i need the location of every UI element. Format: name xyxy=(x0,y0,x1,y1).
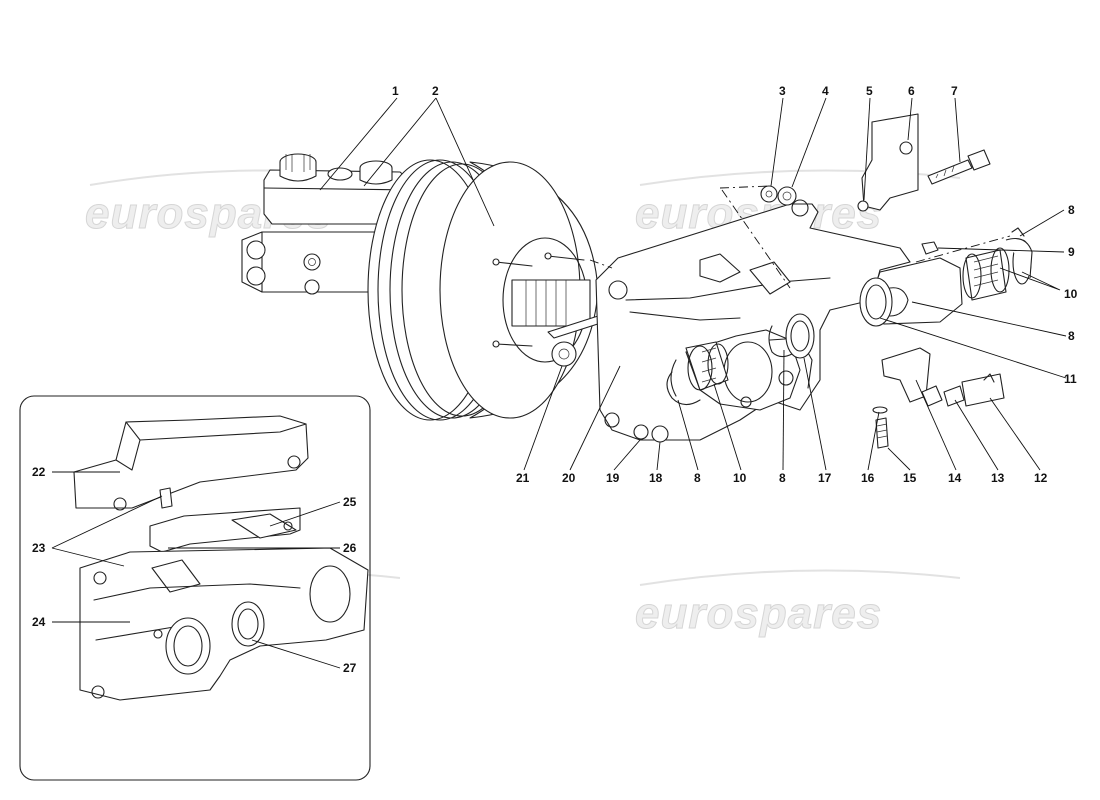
master-cylinder xyxy=(241,153,413,295)
callout-16: 16 xyxy=(861,471,875,485)
callout-20: 20 xyxy=(562,471,576,485)
callout-8-d: 8 xyxy=(694,471,701,485)
brake-servo xyxy=(367,159,605,421)
callout-22: 22 xyxy=(32,465,46,479)
watermark-text-4: eurospares xyxy=(635,589,882,638)
callout-24: 24 xyxy=(32,615,46,629)
callout-6: 6 xyxy=(908,84,915,98)
callout-8-b: 8 xyxy=(1068,329,1075,343)
callout-14: 14 xyxy=(948,471,962,485)
callout-8-c: 8 xyxy=(779,471,786,485)
callout-5: 5 xyxy=(866,84,873,98)
callout-27: 27 xyxy=(343,661,357,675)
callout-21: 21 xyxy=(516,471,530,485)
callout-17: 17 xyxy=(818,471,832,485)
callout-7: 7 xyxy=(951,84,958,98)
assembly-centerlines xyxy=(589,185,1011,289)
callout-25: 25 xyxy=(343,495,357,509)
callout-10-a: 10 xyxy=(1064,287,1078,301)
callout-26: 26 xyxy=(343,541,357,555)
callout-9: 9 xyxy=(1068,245,1075,259)
callout-1: 1 xyxy=(392,84,399,98)
small-fasteners xyxy=(633,113,1005,449)
callout-15: 15 xyxy=(903,471,917,485)
callout-labels: 1 2 3 4 5 6 7 8 9 10 8 11 12 13 14 15 16… xyxy=(32,84,1078,675)
callout-3: 3 xyxy=(779,84,786,98)
center-bearings xyxy=(666,313,815,406)
bearing-assembly-right xyxy=(859,227,1033,327)
leader-lines xyxy=(51,97,1067,669)
callout-12: 12 xyxy=(1034,471,1048,485)
callout-10-b: 10 xyxy=(733,471,747,485)
callout-23: 23 xyxy=(32,541,46,555)
detail-inset xyxy=(19,395,371,781)
callout-19: 19 xyxy=(606,471,620,485)
callout-2: 2 xyxy=(432,84,439,98)
callout-8-a: 8 xyxy=(1068,203,1075,217)
callout-4: 4 xyxy=(822,84,829,98)
callout-18: 18 xyxy=(649,471,663,485)
callout-13: 13 xyxy=(991,471,1005,485)
callout-11: 11 xyxy=(1064,372,1077,386)
